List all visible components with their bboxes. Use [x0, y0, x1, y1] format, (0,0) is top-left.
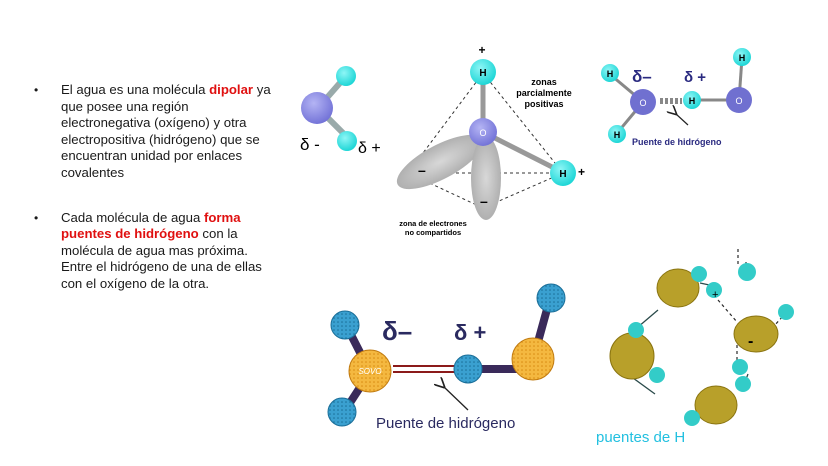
- fig5-hydrogen: [778, 304, 794, 320]
- fig2-zonas-line2: parcialmente: [516, 88, 572, 98]
- fig2-h-right-label: H: [559, 169, 566, 180]
- fig1-delta-plus: δ +: [358, 140, 381, 157]
- fig5-oxygen: [609, 332, 655, 380]
- fig3-hydrogen: [733, 48, 751, 66]
- fig5-oxygen: [694, 385, 738, 425]
- bullet-text-before: El agua es una molécula: [61, 82, 210, 97]
- fig4-oxygen: [511, 337, 555, 381]
- fig4-o-label: SOVO: [358, 367, 381, 376]
- fig4-arrow: [444, 387, 469, 411]
- bullet-list: • El agua es una molécula dipolar ya que…: [34, 82, 279, 293]
- fig4-oxygen: [348, 349, 392, 393]
- fig1-hydrogen-bottom: [337, 131, 357, 151]
- fig5-plus: +: [712, 289, 718, 301]
- fig2-bond-right: [481, 129, 564, 175]
- fig4-hydrogen: [327, 397, 357, 427]
- fig3-arrow: [676, 114, 689, 126]
- fig5-hydrogen: [735, 376, 751, 392]
- fig4-hydrogen: [453, 354, 483, 384]
- fig5-hydrogen: [732, 359, 748, 375]
- fig3-delta-minus: δ–: [632, 67, 652, 86]
- fig3-hydrogen: [601, 64, 619, 82]
- fig2-h-top-label: H: [479, 68, 486, 79]
- fig2-hydrogen-right: [550, 160, 576, 186]
- fig1-delta-minus: δ -: [300, 135, 320, 154]
- bullet-highlight-puentes: forma puentes de hidrógeno: [61, 209, 241, 242]
- fig2-oxygen: [469, 118, 497, 146]
- fig4-hydrogen: [536, 283, 566, 313]
- fig4-caption: Puente de hidrógeno: [376, 415, 515, 432]
- fig2-zona-electrones-line1: zona de electrones: [399, 219, 467, 228]
- bullet-dipolar: • El agua es una molécula dipolar ya que…: [34, 82, 279, 182]
- bullet-dot: •: [34, 83, 39, 97]
- fig5-minus: -: [748, 333, 753, 350]
- fig3-h-label: H: [614, 130, 621, 140]
- fig3-oxygen: [630, 89, 656, 115]
- fig1-water-molecule: δ - δ +: [300, 66, 381, 157]
- fig3-hydrogen: [683, 91, 701, 109]
- fig2-hydrogen-top: [470, 59, 496, 85]
- fig5-hydrogen: [738, 263, 756, 281]
- fig3-h-label: H: [607, 69, 614, 79]
- fig4-hydrogen: [330, 310, 360, 340]
- fig2-zonas-line1: zonas: [531, 77, 557, 87]
- fig5-caption: puentes de H: [596, 429, 685, 446]
- fig2-zonas-line3: positivas: [524, 99, 563, 109]
- fig3-o-label: O: [639, 98, 646, 108]
- fig2-lobe-left: [396, 134, 484, 190]
- bullet-text: El agua es una molécula dipolar ya que p…: [61, 82, 279, 182]
- fig3-o-label: O: [735, 96, 742, 106]
- bullet-text-after: con la molécula de agua mas próxima. Ent…: [61, 226, 262, 291]
- fig3-hydrogen: [608, 125, 626, 143]
- bullet-puentes: • Cada molécula de agua forma puentes de…: [34, 210, 279, 293]
- fig5-oxygen: [656, 268, 700, 308]
- fig5-hydrogen: [691, 266, 707, 282]
- fig3-hydrogen-bond: H H O H H O δ– δ + Puente de hidrógeno: [601, 48, 752, 147]
- fig4-delta-minus: δ–: [382, 316, 412, 346]
- fig3-oxygen: [726, 87, 752, 113]
- fig2-plus-right: +: [578, 165, 585, 179]
- fig2-o-label: O: [479, 128, 486, 138]
- fig5-hydrogen: [684, 410, 700, 426]
- bullet-text-after: ya que posee una región electronegativa …: [61, 82, 271, 180]
- fig5-molecule-cluster: - + puentes de H: [596, 248, 794, 446]
- fig4-delta-plus: δ +: [454, 320, 486, 345]
- bullet-text-before: Cada molécula de agua: [61, 209, 204, 225]
- fig1-oxygen: [301, 92, 333, 124]
- fig2-plus-top: +: [478, 43, 485, 57]
- fig2-zonas-label: zonas parcialmente positivas: [516, 77, 572, 109]
- fig5-hydrogen: [649, 367, 665, 383]
- fig2-lobe-bottom: [471, 136, 501, 220]
- fig2-minus-bottom: –: [480, 193, 488, 209]
- fig3-h-label: H: [689, 96, 696, 106]
- fig5-hydrogen: [706, 282, 722, 298]
- fig2-minus-left: –: [418, 162, 426, 178]
- fig5-oxygen: [733, 315, 779, 353]
- fig3-delta-plus: δ +: [684, 69, 706, 86]
- fig5-hydrogen: [628, 322, 644, 338]
- fig3-h-label: H: [739, 53, 746, 63]
- fig1-hydrogen-top: [336, 66, 356, 86]
- fig3-caption: Puente de hidrógeno: [632, 137, 722, 147]
- bullet-dot: •: [34, 210, 39, 225]
- fig4-hydrogen-bond: SOVO δ– δ + Puente de hidrógeno: [327, 283, 566, 432]
- fig2-zona-electrones-line2: no compartidos: [405, 228, 461, 237]
- fig2-zona-electrones-label: zona de electrones no compartidos: [399, 219, 467, 237]
- bullet-highlight-dipolar: dipolar: [209, 82, 254, 97]
- fig2-tetrahedral-water: O H + H + – – zonas parcialmente positiv…: [396, 43, 585, 237]
- bullet-text: Cada molécula de agua forma puentes de h…: [61, 210, 279, 293]
